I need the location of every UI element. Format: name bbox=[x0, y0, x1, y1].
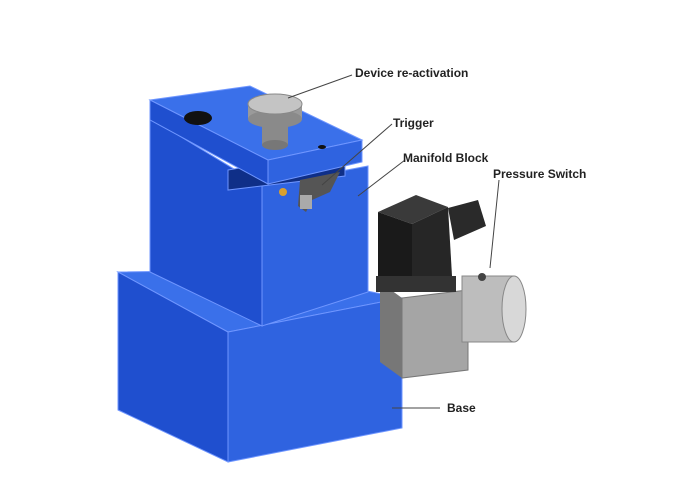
top-plate-front bbox=[267, 139, 363, 185]
leader-manifold-block bbox=[357, 159, 406, 197]
base-front-face bbox=[227, 297, 403, 463]
connector-side bbox=[378, 212, 412, 292]
small-hole bbox=[318, 145, 326, 149]
leader-device-reactivation bbox=[287, 74, 353, 99]
brass-pin bbox=[279, 188, 287, 196]
label-base: Base bbox=[447, 401, 476, 415]
switch-body-front bbox=[401, 289, 469, 379]
label-trigger: Trigger bbox=[393, 116, 434, 130]
trigger-lever bbox=[298, 172, 340, 212]
switch-screw bbox=[478, 273, 486, 281]
label-device-reactivation: Device re-activation bbox=[355, 66, 469, 80]
connector-base bbox=[376, 276, 456, 292]
switch-body-side bbox=[380, 282, 402, 378]
label-manifold-block: Manifold Block bbox=[403, 151, 489, 165]
pressure-switch bbox=[376, 195, 527, 379]
port-hole bbox=[184, 111, 212, 125]
cylinder-end bbox=[501, 275, 527, 343]
leader-pressure-switch bbox=[489, 179, 500, 269]
connector-top bbox=[378, 195, 448, 224]
connector-front bbox=[412, 207, 452, 292]
cable-gland bbox=[448, 200, 486, 240]
reactivation-button bbox=[247, 93, 303, 150]
leader-lines bbox=[287, 74, 500, 409]
leader-trigger bbox=[321, 123, 393, 186]
label-pressure-switch: Pressure Switch bbox=[493, 167, 587, 181]
